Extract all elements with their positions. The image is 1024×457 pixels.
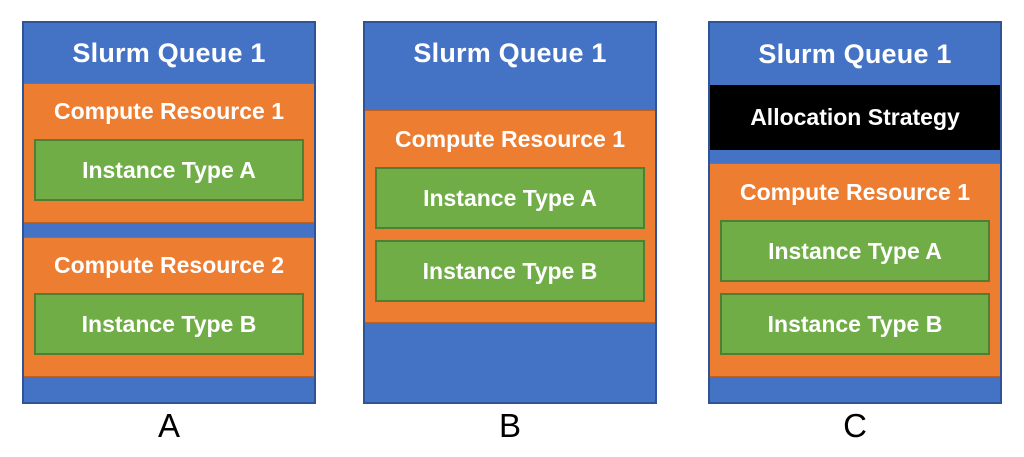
instance-type-a: Instance Type A — [375, 167, 645, 229]
instance-type-a: Instance Type A — [720, 220, 990, 282]
queue-spacer — [365, 83, 655, 110]
queue-gap — [24, 223, 314, 237]
panel-a-queue: Slurm Queue 1 Compute Resource 1 Instanc… — [22, 21, 316, 404]
allocation-strategy-band: Allocation Strategy — [710, 85, 1000, 150]
compute-resource-title: Compute Resource 1 — [394, 125, 626, 152]
compute-resource-1: Compute Resource 1 Instance Type A Insta… — [710, 163, 1000, 377]
queue-title: Slurm Queue 1 — [758, 38, 952, 69]
panel-b-label: B — [498, 407, 521, 444]
compute-resource-title: Compute Resource 1 — [739, 178, 971, 205]
instance-type-b: Instance Type B — [720, 293, 990, 355]
panel-c-label: C — [843, 407, 867, 444]
instance-type-a: Instance Type A — [34, 139, 304, 201]
compute-resource-1: Compute Resource 1 Instance Type A Insta… — [365, 110, 655, 323]
queue-title: Slurm Queue 1 — [413, 37, 607, 68]
panel-c-queue: Slurm Queue 1 Allocation Strategy Comput… — [708, 21, 1002, 404]
compute-resource-2: Compute Resource 2 Instance Type B — [24, 237, 314, 377]
panel-a-label: A — [157, 407, 180, 444]
panel-b-queue: Slurm Queue 1 Compute Resource 1 Instanc… — [363, 21, 657, 404]
compute-resource-title: Compute Resource 1 — [53, 98, 285, 124]
instance-type-b: Instance Type B — [34, 293, 304, 355]
compute-resource-title: Compute Resource 2 — [53, 252, 285, 278]
compute-resource-1: Compute Resource 1 Instance Type A — [24, 83, 314, 223]
queue-title: Slurm Queue 1 — [72, 37, 266, 68]
queue-gap — [710, 150, 1000, 163]
instance-type-b: Instance Type B — [375, 240, 645, 302]
